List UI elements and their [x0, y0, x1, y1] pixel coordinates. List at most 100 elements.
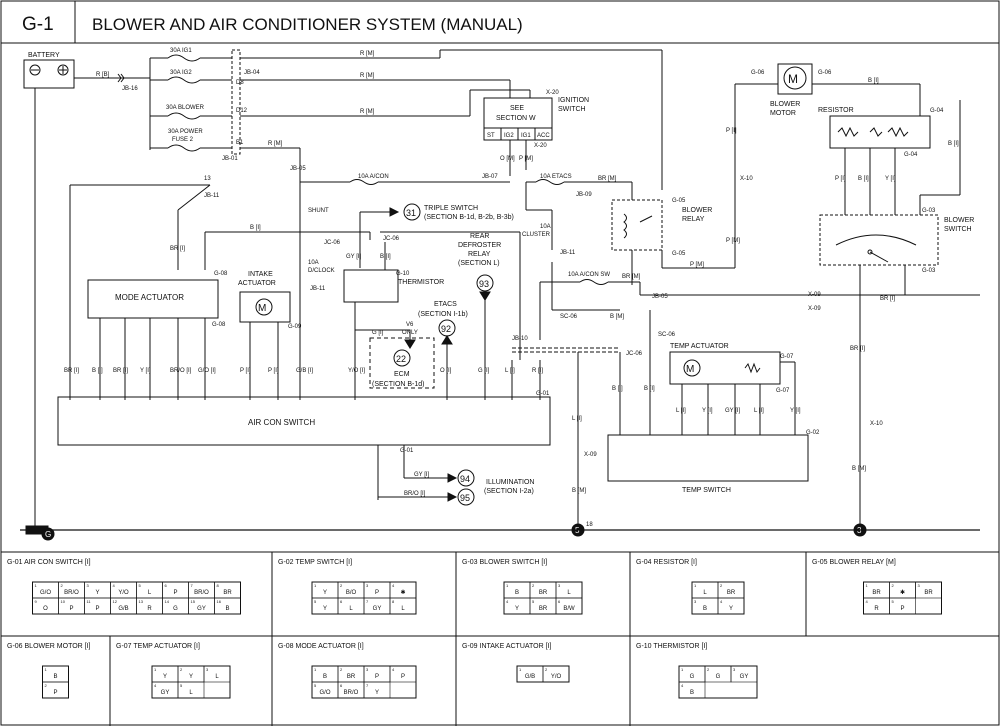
page-title: BLOWER AND AIR CONDITIONER SYSTEM (MANUA…	[92, 15, 523, 34]
battery-positive-icon	[57, 64, 69, 76]
svg-text:G [I]: G [I]	[372, 330, 384, 336]
pin-color: BR/O	[64, 590, 79, 596]
pin-color: Y/O	[118, 590, 129, 596]
pin-number: 8	[217, 583, 220, 588]
svg-text:B [M]: B [M]	[572, 488, 586, 494]
svg-text:Y [I]: Y [I]	[885, 176, 896, 182]
svg-text:R [M]: R [M]	[360, 73, 375, 79]
svg-text:L [I]: L [I]	[572, 416, 582, 422]
svg-text:JB-09: JB-09	[576, 192, 592, 198]
svg-text:(SECTION I-2a): (SECTION I-2a)	[484, 488, 534, 495]
connector-title: G-10 THERMISTOR [I]	[636, 643, 707, 650]
connector-panels: G-01 AIR CON SWITCH [I]1G/O2BR/O3Y4Y/O5L…	[7, 559, 942, 699]
svg-text:G-04: G-04	[930, 108, 944, 114]
pin-color: G	[690, 674, 695, 680]
ref-circle-94	[457, 469, 475, 487]
svg-text:JC-06: JC-06	[626, 351, 643, 357]
svg-text:V6: V6	[406, 322, 414, 328]
svg-text:SHUNT: SHUNT	[308, 208, 329, 214]
svg-text:REAR: REAR	[470, 233, 489, 240]
pin-number: 3	[366, 583, 369, 588]
pin-color: B	[515, 590, 519, 596]
svg-text:22: 22	[396, 354, 406, 364]
svg-text:AIR CON SWITCH: AIR CON SWITCH	[248, 418, 315, 427]
svg-text:95: 95	[460, 493, 470, 503]
svg-text:G [I]: G [I]	[478, 368, 490, 374]
svg-text:10A A/CON SW: 10A A/CON SW	[568, 272, 610, 278]
svg-text:BLOWER: BLOWER	[770, 101, 800, 108]
svg-text:P [I]: P [I]	[240, 368, 251, 374]
svg-text:X-09: X-09	[584, 452, 597, 458]
pin-number: 11	[87, 599, 92, 604]
pin-color: BR	[539, 606, 548, 612]
pin-color: G/B	[525, 674, 535, 680]
pin-color: G/O	[319, 690, 330, 696]
svg-text:94: 94	[460, 474, 470, 484]
pin-color: P	[53, 690, 57, 696]
svg-text:B [I]: B [I]	[250, 225, 261, 231]
pin-number: 2	[340, 667, 343, 672]
svg-text:10A A/CON: 10A A/CON	[358, 174, 389, 180]
connector-title: G-03 BLOWER SWITCH [I]	[462, 559, 547, 566]
pin-number: 1	[45, 667, 48, 672]
svg-text:G-03: G-03	[922, 208, 936, 214]
pin-color: GY	[161, 690, 170, 696]
pin-number: 7	[366, 599, 369, 604]
pin-number: 4	[681, 683, 684, 688]
svg-text:R [M]: R [M]	[360, 51, 375, 57]
svg-text:BR/O [I]: BR/O [I]	[404, 491, 426, 497]
connector-title: G-08 MODE ACTUATOR [I]	[278, 643, 364, 650]
svg-text:D12: D12	[236, 108, 248, 114]
fuse-ig2: 30A IG2	[150, 70, 232, 84]
svg-text:M: M	[258, 303, 266, 314]
pin-number: 7	[366, 683, 369, 688]
svg-text:P [M]: P [M]	[690, 262, 704, 268]
pin-number: 7	[191, 583, 194, 588]
svg-text:ACC: ACC	[537, 133, 550, 139]
svg-text:G-04: G-04	[904, 152, 918, 158]
pin-number: 15	[191, 599, 196, 604]
battery	[23, 59, 75, 89]
svg-text:10A: 10A	[540, 224, 551, 230]
svg-text:RELAY: RELAY	[682, 216, 705, 223]
svg-text:P [I]: P [I]	[268, 368, 279, 374]
pin-color: Y	[163, 674, 167, 680]
svg-text:92: 92	[441, 324, 451, 334]
svg-text:Y [I]: Y [I]	[140, 368, 151, 374]
svg-text:P [M]: P [M]	[519, 156, 533, 162]
svg-text:(SECTION I-1b): (SECTION I-1b)	[418, 311, 468, 318]
connector-title: G-04 RESISTOR [I]	[636, 559, 697, 566]
pin-color: BR/O	[194, 590, 209, 596]
svg-text:G-09: G-09	[288, 324, 302, 330]
pin-number: 1	[314, 583, 317, 588]
pin-number: 8	[392, 599, 395, 604]
svg-text:R [M]: R [M]	[360, 109, 375, 115]
svg-text:O [I]: O [I]	[440, 368, 452, 374]
pin-number: 14	[165, 599, 170, 604]
relay-coil-icon	[623, 213, 627, 239]
svg-text:18: 18	[586, 522, 593, 528]
pin-number: 1	[866, 583, 869, 588]
air-con-switch	[57, 396, 551, 446]
pin-number: 2	[61, 583, 64, 588]
svg-text:30A BLOWER: 30A BLOWER	[166, 105, 205, 111]
svg-text:M: M	[788, 72, 798, 86]
pin-number: 5	[314, 683, 317, 688]
svg-text:ILLUMINATION: ILLUMINATION	[486, 479, 535, 486]
svg-text:RELAY: RELAY	[468, 251, 491, 258]
pin-number: 16	[217, 599, 222, 604]
intake-motor-icon	[255, 298, 273, 316]
blower-motor-icon	[783, 66, 807, 90]
svg-text:L [I]: L [I]	[754, 408, 764, 414]
svg-text:G-06: G-06	[818, 70, 832, 76]
pin-color: P	[375, 590, 379, 596]
pin-color: P	[375, 674, 379, 680]
svg-text:Y/O [I]: Y/O [I]	[348, 368, 365, 374]
svg-text:B [I]: B [I]	[612, 386, 623, 392]
svg-text:TEMP SWITCH: TEMP SWITCH	[682, 487, 731, 494]
pin-number: 2	[340, 583, 343, 588]
pin-color: BR	[223, 590, 232, 596]
